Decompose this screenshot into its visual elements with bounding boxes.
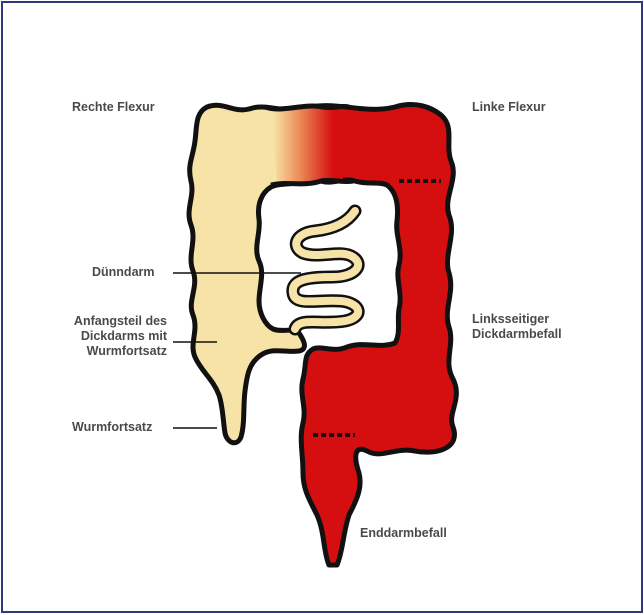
transverse-top-outline bbox=[265, 106, 349, 109]
label-anfangsteil-line1: Anfangsteil des bbox=[43, 314, 167, 329]
colon-diagram bbox=[3, 3, 643, 613]
label-rechte-flexur: Rechte Flexur bbox=[72, 100, 155, 115]
label-linksseitiger-line1: Linksseitiger bbox=[472, 312, 549, 327]
label-enddarmbefall: Enddarmbefall bbox=[360, 526, 447, 541]
label-anfangsteil-line2: Dickdarms mit bbox=[43, 329, 167, 344]
label-wurmfortsatz: Wurmfortsatz bbox=[72, 420, 152, 435]
transverse-colon-gradient bbox=[271, 106, 343, 185]
label-linksseitiger-line2: Dickdarmbefall bbox=[472, 327, 562, 342]
label-linke-flexur: Linke Flexur bbox=[472, 100, 546, 115]
label-duenndarm: Dünndarm bbox=[92, 265, 155, 280]
label-anfangsteil-line3: Wurmfortsatz bbox=[43, 344, 167, 359]
